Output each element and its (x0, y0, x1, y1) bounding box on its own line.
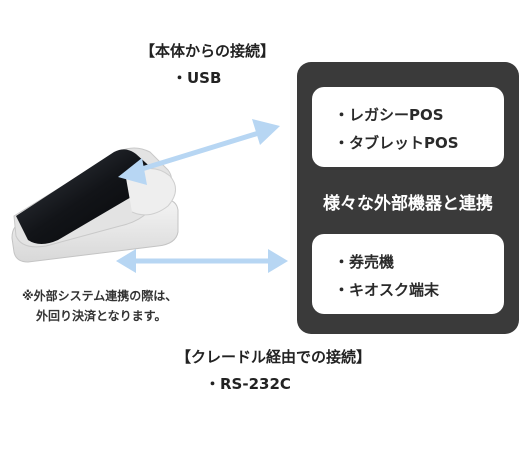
legacy-pos-label: ・レガシーPOS (334, 106, 444, 124)
external-devices-panel: ・レガシーPOS ・タブレットPOS 様々な外部機器と連携 ・券売機 ・キオスク… (297, 62, 519, 334)
rs232c-arrow (116, 249, 288, 273)
ticket-machine-label: ・券売機 (334, 253, 395, 271)
device-illustration (11, 119, 288, 273)
terminal-screen (16, 149, 158, 244)
kiosk-terminal-label: ・キオスク端末 (334, 281, 440, 299)
usb-arrow (118, 119, 280, 185)
cradle-connection-heading: 【クレードル経由での接続】 (176, 348, 372, 366)
integration-title: 様々な外部機器と連携 (323, 194, 493, 214)
usb-connection-heading: 【本体からの接続】 (140, 42, 276, 60)
tablet-pos-label: ・タブレットPOS (334, 134, 459, 152)
note-line-2: 外回り決済となります。 (36, 309, 167, 323)
cradle-connection-item: ・RS-232C (205, 375, 291, 393)
usb-connection-item: ・USB (172, 69, 222, 87)
pos-box: ・レガシーPOS ・タブレットPOS (312, 87, 504, 167)
note-line-1: ※外部システム連携の際は、 (22, 289, 178, 303)
kiosk-box: ・券売機 ・キオスク端末 (312, 234, 504, 314)
